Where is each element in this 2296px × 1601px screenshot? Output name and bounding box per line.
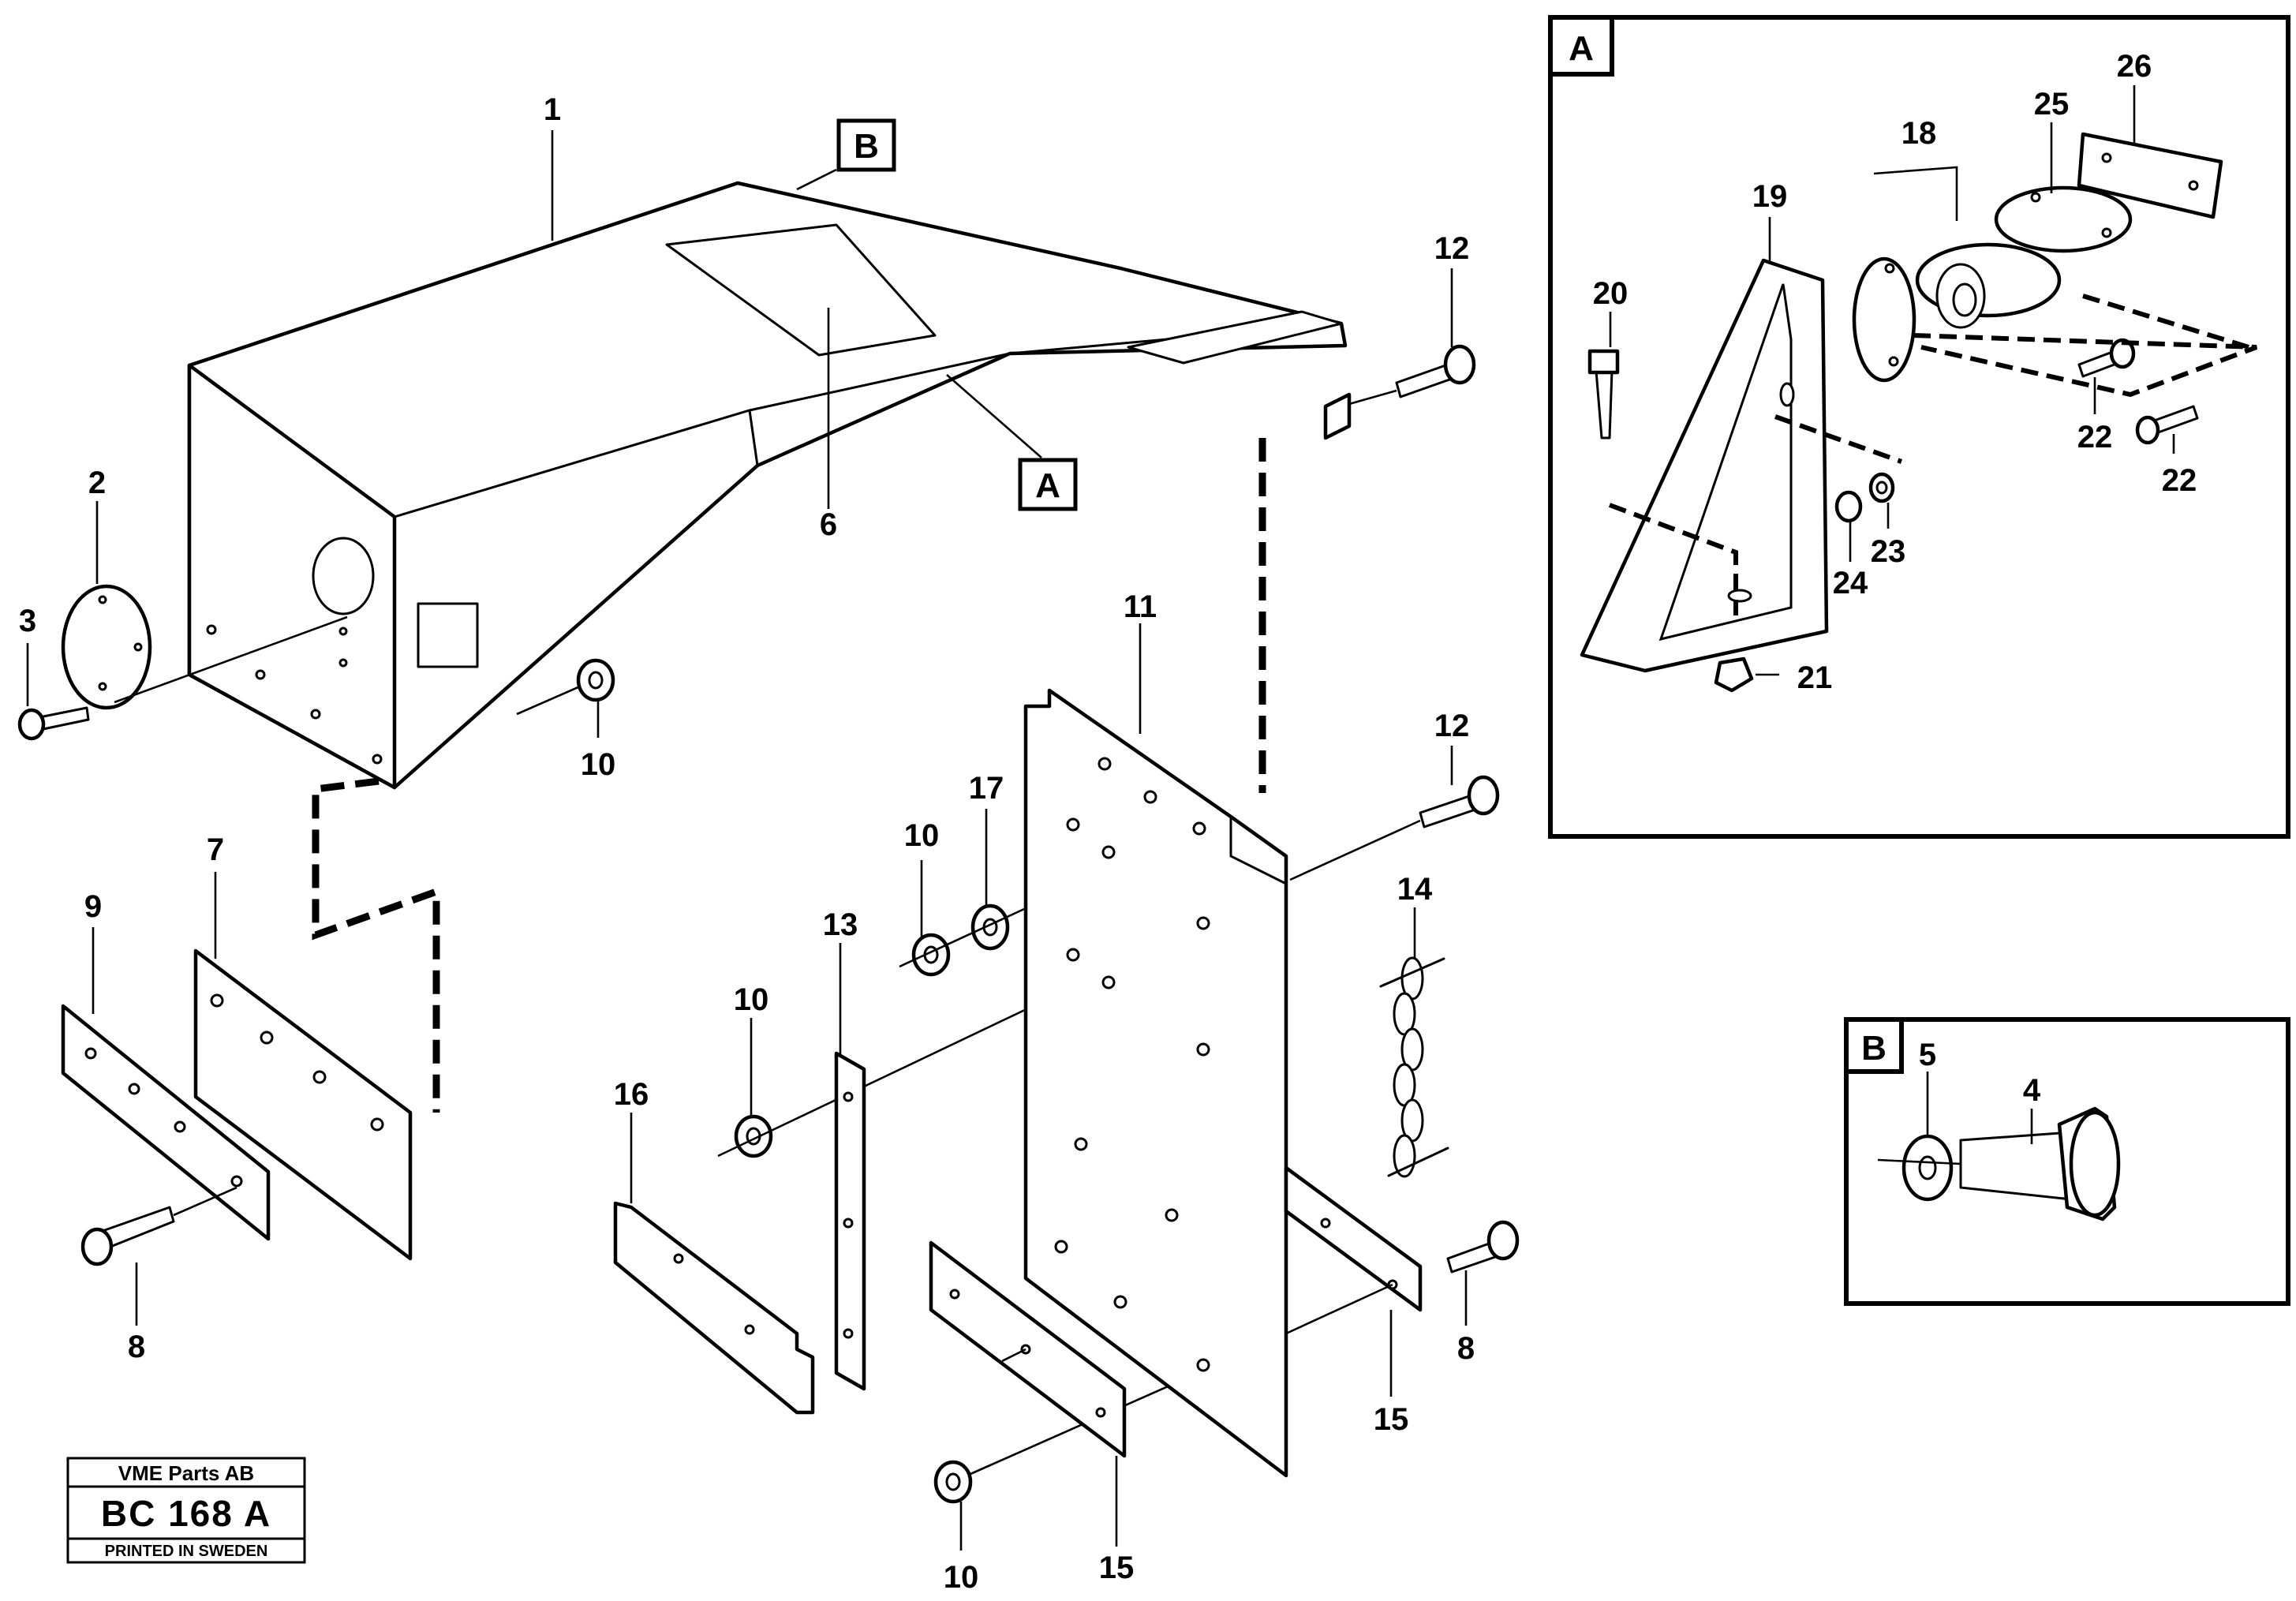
callout-11: 11: [1124, 589, 1157, 624]
callout-15-bottom: 15: [1099, 1551, 1135, 1585]
housing-part-1: [187, 181, 1348, 790]
hidden-line-detail-a-2: [2082, 294, 2249, 350]
washer-part-5: [1901, 1134, 1954, 1202]
callout-1: 1: [544, 92, 561, 127]
callout-23: 23: [1871, 534, 1906, 569]
bolt-part-12-top: [1395, 344, 1476, 398]
callout-22-b: 22: [2162, 463, 2197, 498]
callout-8-left: 8: [128, 1330, 145, 1364]
callout-10-c: 10: [734, 982, 769, 1017]
stamp-code: BC 168 A: [101, 1493, 271, 1534]
screw-part-20: [1587, 349, 1620, 440]
hidden-line-detail-a-3: [1774, 414, 1903, 464]
plate-part-7: [193, 948, 413, 1261]
nut-part-21: [1714, 656, 1754, 693]
bracket-part-19: [1580, 258, 1829, 673]
callout-25: 25: [2034, 87, 2070, 122]
callout-3: 3: [19, 604, 36, 638]
callout-12-top: 12: [1434, 231, 1470, 266]
bar-part-16: [613, 1201, 815, 1415]
callout-19: 19: [1752, 179, 1788, 214]
leader-18-bracket: [1873, 166, 1958, 221]
leader-12-mid: [1289, 819, 1421, 881]
svg-text:B: B: [854, 127, 879, 166]
callout-6: 6: [820, 507, 837, 542]
ref-marker-b-on-housing: B: [836, 118, 896, 172]
callout-2: 2: [88, 466, 106, 500]
chain-part-14: [1379, 956, 1449, 1178]
print-stamp: VME Parts AB BC 168 A PRINTED IN SWEDEN: [66, 1457, 306, 1564]
callout-7: 7: [207, 832, 224, 867]
ref-marker-a-on-housing: A: [1018, 458, 1078, 511]
screw-part-3: [17, 706, 90, 741]
cover-part-2: [61, 584, 152, 710]
nut-part-24: [1834, 490, 1863, 523]
hidden-line-detail-a-4: [1608, 503, 1738, 615]
leader-bolt-8-left: [173, 1186, 237, 1217]
bolt-part-8-right: [1446, 1220, 1520, 1274]
plate-part-18: [1852, 256, 1916, 383]
leader-12-top: [1348, 389, 1397, 406]
stamp-footer: PRINTED IN SWEDEN: [105, 1543, 268, 1560]
washer-part-23: [1868, 472, 1895, 503]
nut-part-10-d: [933, 1460, 973, 1504]
handle-part-18-boss: [1915, 242, 2062, 329]
bolt-part-8-left: [80, 1206, 175, 1266]
leader-15-left: [1001, 1348, 1026, 1363]
strip-part-15-left: [929, 1240, 1127, 1458]
strip-part-9: [61, 1004, 271, 1241]
callout-12-mid: 12: [1434, 709, 1470, 743]
nut-part-10-a: [576, 658, 615, 702]
screw-part-22-a: [2077, 338, 2136, 378]
callout-16: 16: [614, 1077, 649, 1112]
callout-21: 21: [1797, 660, 1833, 695]
leader-ref-a: [946, 374, 1042, 458]
leader-b-bolt-axis: [1877, 1158, 1961, 1165]
callout-15-right: 15: [1374, 1402, 1409, 1437]
washer-part-17: [970, 903, 1010, 951]
detail-b-panel: B: [1844, 1017, 2290, 1306]
hanger-arm: [1323, 392, 1352, 440]
bolt-part-4: [1959, 1106, 2121, 1221]
svg-text:A: A: [1569, 29, 1594, 68]
callout-9: 9: [84, 889, 102, 924]
svg-text:A: A: [1035, 466, 1060, 505]
gasket-part-25: [1994, 185, 2133, 253]
callout-26: 26: [2117, 49, 2152, 84]
callout-4: 4: [2023, 1073, 2041, 1108]
nut-part-10-b: [911, 933, 951, 977]
callout-18: 18: [1901, 116, 1937, 151]
callout-5: 5: [1919, 1038, 1936, 1072]
nut-part-10-c: [734, 1114, 773, 1158]
callout-13: 13: [823, 907, 858, 942]
callout-24: 24: [1833, 566, 1868, 600]
callout-10-a: 10: [581, 747, 616, 782]
plate-part-11: [1023, 688, 1288, 1478]
detail-a-panel: A: [1548, 15, 2290, 839]
callout-22-a: 22: [2077, 420, 2113, 454]
leader-cover-to-housing: [114, 615, 348, 704]
callout-8-right: 8: [1457, 1331, 1475, 1366]
screw-part-22-b: [2135, 405, 2199, 445]
callout-10-d: 10: [944, 1560, 979, 1595]
bolt-part-12-mid: [1419, 775, 1500, 829]
svg-text:B: B: [1861, 1029, 1887, 1068]
plate-part-26: [2077, 132, 2223, 219]
strip-part-13: [834, 1051, 866, 1391]
hidden-line-detail-a-1: [1913, 333, 2258, 398]
strip-part-15-right: [1284, 1165, 1423, 1312]
hidden-line-housing-to-bracket: [312, 777, 440, 1113]
leader-ref-b: [796, 168, 837, 191]
leader-15-right: [1285, 1283, 1393, 1335]
callout-17: 17: [969, 771, 1004, 806]
stamp-company: VME Parts AB: [118, 1461, 254, 1485]
callout-20: 20: [1593, 276, 1629, 311]
leader-nut-10-a: [516, 685, 581, 716]
callout-10-b: 10: [904, 818, 940, 853]
callout-14: 14: [1397, 872, 1433, 907]
